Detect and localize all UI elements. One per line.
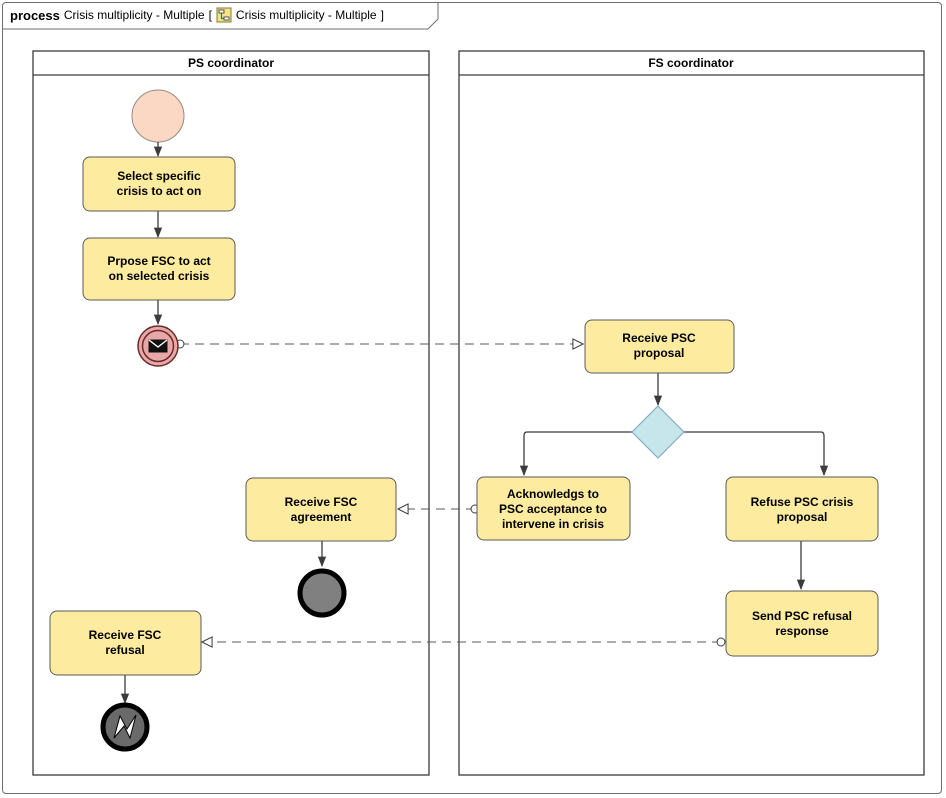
task-receive-fsc-agreement[interactable]: Receive FSC agreement [245, 477, 397, 542]
exclusive-gateway[interactable] [631, 405, 685, 459]
task-receive-fsc-refusal[interactable]: Receive FSC refusal [49, 610, 202, 676]
message-flows [180, 344, 721, 642]
end-event[interactable] [297, 568, 347, 618]
task-label-line: Prpose FSC to act [107, 254, 210, 268]
diagram-ref-name: Crisis multiplicity - Multiple [235, 8, 377, 22]
task-label-line: PSC acceptance to [499, 502, 607, 516]
task-label-line: response [775, 624, 829, 638]
diagram-header-tab: process Crisis multiplicity - Multiple [… [2, 2, 392, 28]
flow-gateway-to-refuse [684, 431, 829, 477]
diagram-keyword: process [10, 7, 60, 23]
error-end-event[interactable] [100, 702, 150, 752]
task-label-line: Select specific [117, 169, 201, 183]
bracket-close: ] [380, 8, 384, 22]
start-event[interactable] [131, 89, 185, 143]
diagram-name: Crisis multiplicity - Multiple [63, 8, 205, 22]
task-refuse-psc[interactable]: Refuse PSC crisis proposal [725, 476, 879, 542]
task-label-line: refusal [105, 643, 144, 657]
flow-gateway-to-acknowledge [519, 431, 634, 477]
envelope-icon [148, 339, 168, 353]
lane-ps-coordinator: PS coordinator [32, 50, 430, 776]
task-label-line: proposal [634, 346, 685, 360]
task-label-line: intervene in crisis [502, 517, 604, 531]
task-label-line: on selected crisis [109, 269, 210, 283]
task-label-line: Acknowledgs to [507, 487, 599, 501]
task-label-line: crisis to act on [117, 184, 202, 198]
lane-fs-coordinator: FS coordinator [458, 50, 925, 776]
task-propose-fsc[interactable]: Prpose FSC to act on selected crisis [82, 237, 236, 301]
task-label-line: Refuse PSC crisis [751, 495, 854, 509]
lane-title-fs: FS coordinator [648, 56, 734, 70]
task-label-line: agreement [291, 510, 352, 524]
message-throw-event[interactable] [137, 325, 179, 367]
task-send-psc-refusal[interactable]: Send PSC refusal response [725, 590, 879, 657]
task-select-crisis[interactable]: Select specific crisis to act on [82, 156, 236, 212]
task-receive-psc-proposal[interactable]: Receive PSC proposal [584, 319, 735, 374]
task-label-line: Receive FSC [89, 628, 162, 642]
lane-title-ps: PS coordinator [188, 56, 274, 70]
task-label-line: proposal [777, 510, 828, 524]
tab-outline [2, 2, 439, 30]
sequence-flows [120, 142, 829, 705]
task-label-line: Receive PSC [622, 331, 696, 345]
diagram-ref-icon [216, 7, 232, 23]
task-label-line: Receive FSC [285, 495, 358, 509]
bracket-open: [ [208, 8, 212, 22]
task-acknowledge[interactable]: Acknowledgs to PSC acceptance to interve… [476, 476, 631, 541]
task-label-line: Send PSC refusal [752, 609, 852, 623]
lightning-icon [113, 714, 137, 740]
